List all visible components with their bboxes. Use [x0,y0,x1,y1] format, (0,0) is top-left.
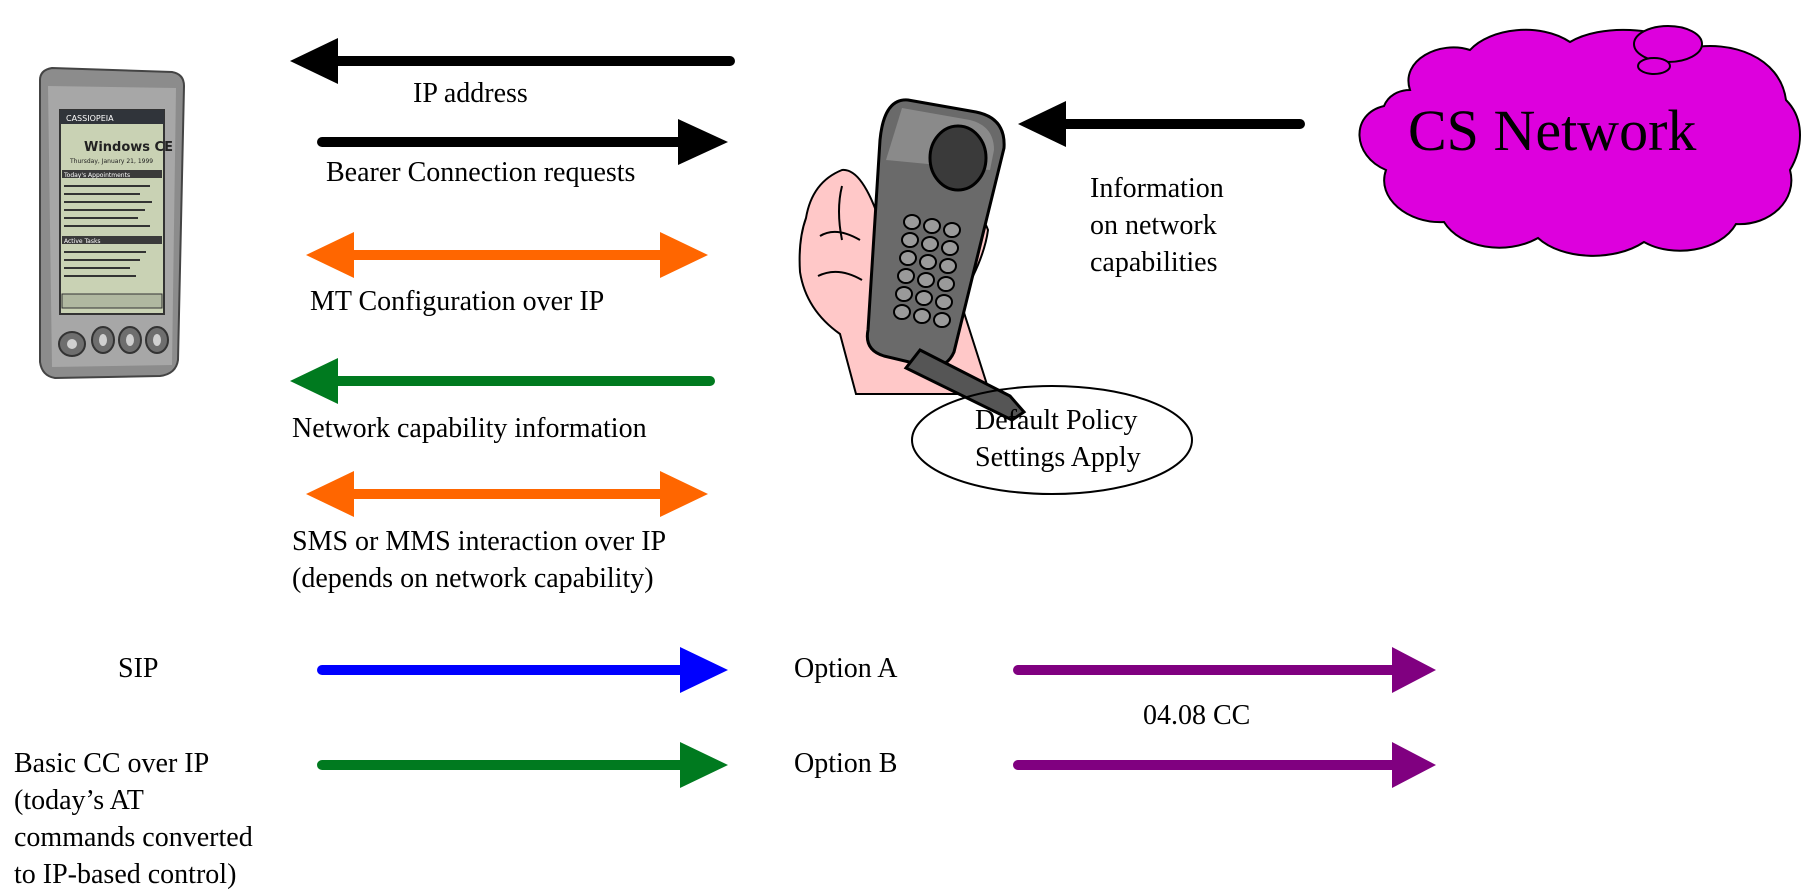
label-default-policy-line1: Default Policy [975,405,1138,436]
label-basic-cc-line2: (today’s AT [14,785,144,816]
label-basic-cc-line3: commands converted [14,822,253,853]
arrow-ip-address [290,38,735,84]
label-ip-address: IP address [413,78,528,109]
label-basic-cc-line4: to IP-based control) [14,859,237,890]
pda-tasks-title: Active Tasks [64,238,101,245]
pda-os-title: Windows CE [84,140,173,155]
arrow-mt-configuration [306,232,708,278]
cs-network-label: CS Network [1408,98,1697,163]
arrow-network-info [1018,101,1305,147]
label-info-line3: capabilities [1090,247,1218,278]
label-04-08-cc: 04.08 CC [1143,700,1251,731]
pda-device-icon: CASSIOPEIA Windows CE Thursday, January … [39,66,186,380]
pda-date: Thursday, January 21, 1999 [69,158,153,165]
label-bearer-connection-requests: Bearer Connection requests [326,157,636,188]
label-sms-mms-line1: SMS or MMS interaction over IP [292,526,667,557]
arrow-sms-mms [306,471,708,517]
label-default-policy-line2: Settings Apply [975,442,1141,473]
label-option-a: Option A [794,653,898,684]
label-option-b: Option B [794,748,898,779]
label-basic-cc-line1: Basic CC over IP [14,748,210,779]
default-policy-ellipse [911,385,1193,495]
arrow-sip [317,647,728,693]
label-network-capability-information: Network capability information [292,413,647,444]
label-sms-mms-line2: (depends on network capability) [292,563,654,594]
pda-brand: CASSIOPEIA [66,114,114,123]
arrow-network-capability-info [290,358,715,404]
arrow-basic-cc [317,742,728,788]
arrow-option-b-cc [1013,742,1436,788]
cs-network-cloud-icon [1358,25,1801,257]
mobile-phone-in-hand-icon [798,98,1027,422]
arrow-option-a-cc [1013,647,1436,693]
label-info-line2: on network [1090,210,1217,241]
arrow-bearer-connection-requests [317,119,728,165]
label-mt-configuration: MT Configuration over IP [310,286,605,317]
label-info-line1: Information [1090,173,1224,204]
pda-appointments-title: Today's Appointments [63,172,130,179]
label-sip: SIP [118,653,159,684]
